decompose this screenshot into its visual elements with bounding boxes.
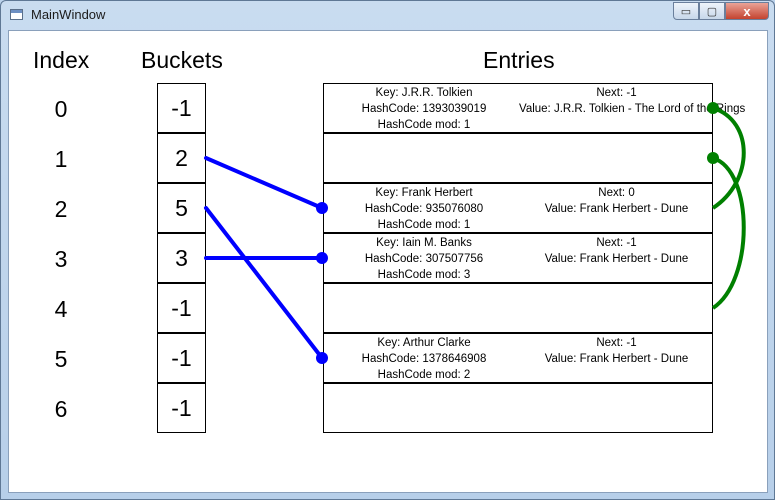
- next-anchor-dot: [707, 102, 719, 114]
- title-bar[interactable]: MainWindow ▭ ▢ x: [1, 1, 774, 29]
- index-label: 4: [54, 296, 68, 322]
- entry-cell: Key: Arthur Clarke HashCode: 1378646908 …: [323, 333, 713, 383]
- entry-hashcode: HashCode: 1378646908: [361, 353, 487, 365]
- entry-value-column: Next: -1 Value: Frank Herbert - Dune: [519, 235, 714, 267]
- maximize-button[interactable]: ▢: [699, 2, 725, 20]
- index-header: Index: [33, 47, 90, 73]
- entry-anchor-dot: [316, 252, 328, 264]
- entry-next: Next: -1: [596, 337, 637, 349]
- close-button[interactable]: x: [725, 2, 769, 20]
- bucket-cell: -1: [157, 383, 206, 433]
- bucket-cell: -1: [157, 283, 206, 333]
- entry-value: Value: Frank Herbert - Dune: [544, 253, 689, 265]
- entry-hashcode: HashCode: 307507756: [364, 253, 484, 265]
- entry-key: Key: Arthur Clarke: [377, 337, 471, 349]
- window-controls: ▭ ▢ x: [673, 2, 769, 21]
- index-label: 6: [54, 396, 68, 422]
- entry-anchor-dot: [316, 202, 328, 214]
- entry-next: Next: 0: [598, 187, 635, 199]
- maximize-icon: ▢: [706, 5, 718, 18]
- entries-header: Entries: [483, 47, 555, 73]
- index-label: 0: [54, 96, 68, 122]
- minimize-icon: ▭: [680, 5, 692, 18]
- next-anchor-dot: [707, 152, 719, 164]
- index-label: 3: [54, 246, 68, 272]
- entry-hashcode-mod: HashCode mod: 2: [377, 369, 471, 381]
- entry-value: Value: Frank Herbert - Dune: [544, 353, 689, 365]
- bucket-cell: 3: [157, 233, 206, 283]
- entry-value: Value: J.R.R. Tolkien - The Lord of the …: [519, 103, 746, 115]
- entry-hashcode-mod: HashCode mod: 1: [377, 219, 471, 231]
- bucket-link-line: [204, 156, 324, 210]
- buckets-header: Buckets: [141, 47, 223, 73]
- entry-hashcode-mod: HashCode mod: 3: [377, 269, 471, 281]
- entry-hashcode: HashCode: 1393039019: [361, 103, 487, 115]
- entry-cell: [323, 283, 713, 333]
- entry-key-column: Key: Frank Herbert HashCode: 935076080 H…: [324, 185, 524, 233]
- window-title: MainWindow: [31, 7, 106, 22]
- entry-value-column: Next: 0 Value: Frank Herbert - Dune: [519, 185, 714, 217]
- close-icon: x: [743, 3, 751, 19]
- index-label: 5: [54, 346, 68, 372]
- entry-cell: Key: J.R.R. Tolkien HashCode: 1393039019…: [323, 83, 746, 133]
- index-label: 1: [54, 146, 68, 172]
- entry-value: Value: Frank Herbert - Dune: [544, 203, 689, 215]
- entry-key-column: Key: J.R.R. Tolkien HashCode: 1393039019…: [324, 85, 524, 133]
- bucket-cell: -1: [157, 333, 206, 383]
- minimize-button[interactable]: ▭: [673, 2, 699, 20]
- canvas-area: Index Buckets Entries 0 1 2 3 4 5 6 -1 2…: [8, 30, 768, 493]
- next-link-curve: [711, 106, 746, 210]
- bucket-cell: 5: [157, 183, 206, 233]
- entry-value-column: Next: -1 Value: J.R.R. Tolkien - The Lor…: [519, 85, 746, 117]
- bucket-link-line: [204, 206, 324, 360]
- entry-key: Key: Iain M. Banks: [376, 237, 472, 249]
- index-label: 2: [54, 196, 68, 222]
- entry-cell: [323, 383, 713, 433]
- bucket-cell: -1: [157, 83, 206, 133]
- entry-key: Key: Frank Herbert: [375, 187, 473, 199]
- entry-value-column: Next: -1 Value: Frank Herbert - Dune: [519, 335, 714, 367]
- entry-anchor-dot: [316, 352, 328, 364]
- entry-cell: Key: Iain M. Banks HashCode: 307507756 H…: [323, 233, 713, 283]
- entry-hashcode: HashCode: 935076080: [364, 203, 484, 215]
- entry-cell: Key: Frank Herbert HashCode: 935076080 H…: [323, 183, 713, 233]
- next-links: [707, 102, 746, 310]
- entry-key-column: Key: Iain M. Banks HashCode: 307507756 H…: [324, 235, 524, 283]
- bucket-links: [204, 156, 328, 364]
- entry-next: Next: -1: [596, 87, 637, 99]
- entry-key-column: Key: Arthur Clarke HashCode: 1378646908 …: [324, 335, 524, 383]
- entry-key: Key: J.R.R. Tolkien: [375, 87, 473, 99]
- entry-hashcode-mod: HashCode mod: 1: [377, 119, 471, 131]
- window-app-icon[interactable]: [10, 9, 23, 20]
- connector-layer: [204, 102, 746, 364]
- next-link-curve: [711, 156, 746, 310]
- entry-next: Next: -1: [596, 237, 637, 249]
- entry-cell: [323, 133, 713, 183]
